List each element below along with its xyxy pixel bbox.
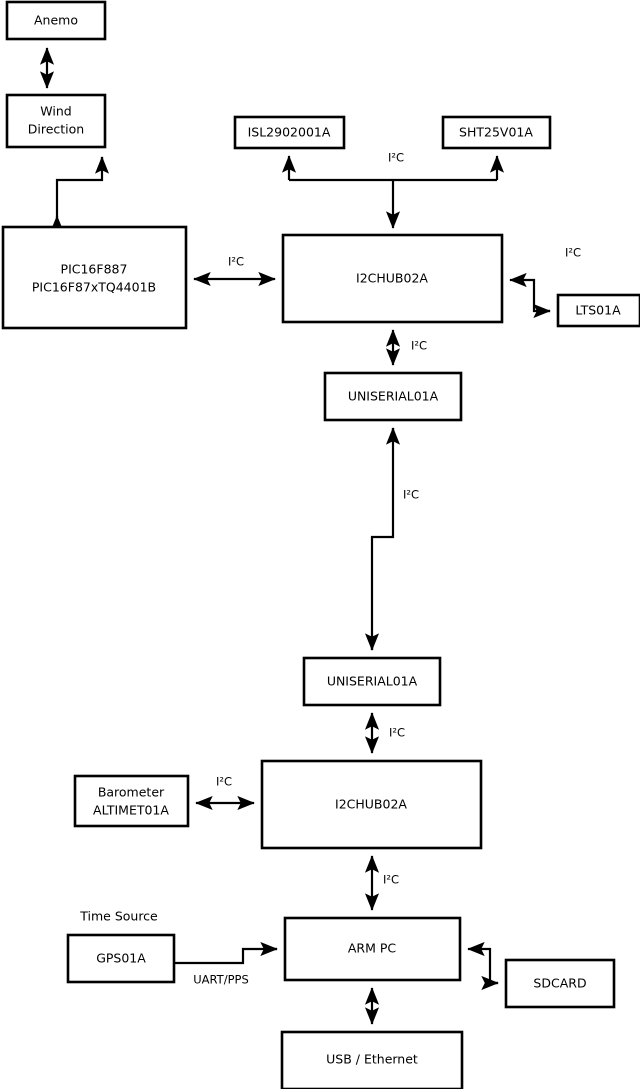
node-lts01a-box[interactable] (556, 293, 640, 328)
edge-path-uniserial-link (370, 428, 395, 650)
node-anemo-box[interactable] (5, 0, 107, 41)
edge-hub-bottom-armpc: I²C (364, 855, 399, 911)
node-uniserial01a-lower-label: UNISERIAL01A (327, 674, 418, 689)
node-anemo[interactable]: Anemo (5, 0, 107, 41)
edge-uniserial-link: I²C (364, 427, 419, 651)
node-uniserial01a-lower[interactable]: UNISERIAL01A (302, 656, 442, 707)
node-pic-mcu-label-line2: PIC16F87xTQ4401B (32, 280, 156, 295)
node-wind-direction-box[interactable] (5, 93, 107, 149)
edge-armpc-sdcard (467, 941, 499, 991)
edge-label-hub-uniserial: I²C (411, 339, 427, 353)
node-i2chub02a-top-box[interactable] (281, 233, 504, 324)
node-i2chub02a-top-label: I2CHUB02A (356, 271, 428, 286)
node-uniserial01a-upper[interactable]: UNISERIAL01A (323, 371, 463, 422)
node-barometer-box[interactable] (73, 774, 190, 828)
edge-uniserial-hub-bottom: I²C (364, 712, 405, 754)
node-isl2902001a-box[interactable] (233, 115, 346, 150)
edge-label-uniserial-link: I²C (403, 488, 419, 502)
edge-label-uniserial-hub2: I²C (389, 726, 405, 740)
node-sdcard[interactable]: SDCARD (504, 958, 616, 1009)
node-usb-ethernet-box[interactable] (280, 1030, 464, 1089)
node-barometer[interactable]: Barometer ALTIMET01A (73, 774, 190, 828)
node-isl2902001a-label: ISL2902001A (248, 125, 331, 140)
edge-hub-uniserial-up: I²C (385, 329, 427, 366)
node-sht25v01a[interactable]: SHT25V01A (441, 115, 552, 150)
node-uniserial01a-upper-box[interactable] (323, 371, 463, 422)
edge-gps-armpc: UART/PPS (174, 941, 278, 987)
node-isl2902001a[interactable]: ISL2902001A (233, 115, 346, 150)
node-sdcard-label: SDCARD (533, 976, 586, 991)
node-sdcard-box[interactable] (504, 958, 616, 1009)
node-arm-pc-label: ARM PC (348, 941, 397, 956)
edge-path-armpc-sdcard (475, 947, 498, 985)
node-usb-ethernet[interactable]: USB / Ethernet (280, 1030, 464, 1089)
node-gps01a[interactable]: GPS01A (66, 933, 176, 984)
node-uniserial01a-upper-label: UNISERIAL01A (348, 389, 439, 404)
node-arm-pc-box[interactable] (283, 916, 462, 982)
node-wind-direction-label-line1: Wind (40, 104, 71, 119)
edge-label-barometer-hub2: I²C (216, 775, 232, 789)
edge-label-hub2-armpc: I²C (383, 873, 399, 887)
node-wind-direction-label-line2: Direction (28, 122, 84, 137)
node-arm-pc[interactable]: ARM PC (283, 916, 462, 982)
node-i2chub02a-bottom[interactable]: I2CHUB02A (260, 759, 483, 850)
node-wind-direction[interactable]: Wind Direction (5, 93, 107, 149)
edge-wind-pic (49, 156, 110, 233)
node-i2chub02a-top[interactable]: I2CHUB02A (281, 233, 504, 324)
node-uniserial01a-lower-box[interactable] (302, 656, 442, 707)
time-source-label: Time Source (79, 909, 158, 924)
edge-pic-hub-top: I²C (193, 255, 276, 287)
node-barometer-label-line1: Barometer (98, 785, 165, 800)
node-pic-mcu-box[interactable] (1, 225, 188, 330)
node-lts01a-label: LTS01A (575, 303, 621, 318)
node-pic-mcu-label-line1: PIC16F887 (61, 262, 128, 277)
node-sht25v01a-box[interactable] (441, 115, 552, 150)
node-i2chub02a-bottom-box[interactable] (260, 759, 483, 850)
node-barometer-label-line2: ALTIMET01A (93, 803, 169, 818)
node-lts01a[interactable]: LTS01A (556, 293, 640, 328)
node-anemo-label: Anemo (34, 13, 78, 28)
node-gps01a-label: GPS01A (96, 951, 146, 966)
edge-barometer-hub-bottom: I²C (195, 775, 255, 811)
node-gps01a-box[interactable] (66, 933, 176, 984)
node-pic-mcu[interactable]: PIC16F887 PIC16F87xTQ4401B (1, 225, 188, 330)
edge-hub-lts: I²C (509, 246, 581, 319)
node-i2chub02a-bottom-label: I2CHUB02A (335, 797, 407, 812)
edge-label-hub-lts: I²C (565, 246, 581, 260)
edge-label-pic-hub: I²C (228, 255, 244, 269)
node-usb-ethernet-label: USB / Ethernet (326, 1052, 418, 1067)
edge-path-wind-pic (55, 157, 104, 218)
edge-label-gps-armpc: UART/PPS (193, 973, 249, 987)
node-sht25v01a-label: SHT25V01A (459, 125, 533, 140)
edge-path-gps-armpc (174, 947, 277, 965)
edge-label-hub-sensors: I²C (388, 151, 404, 165)
edge-path-hub-lts (517, 278, 550, 313)
edge-hub-sensors: I²C (281, 151, 505, 229)
